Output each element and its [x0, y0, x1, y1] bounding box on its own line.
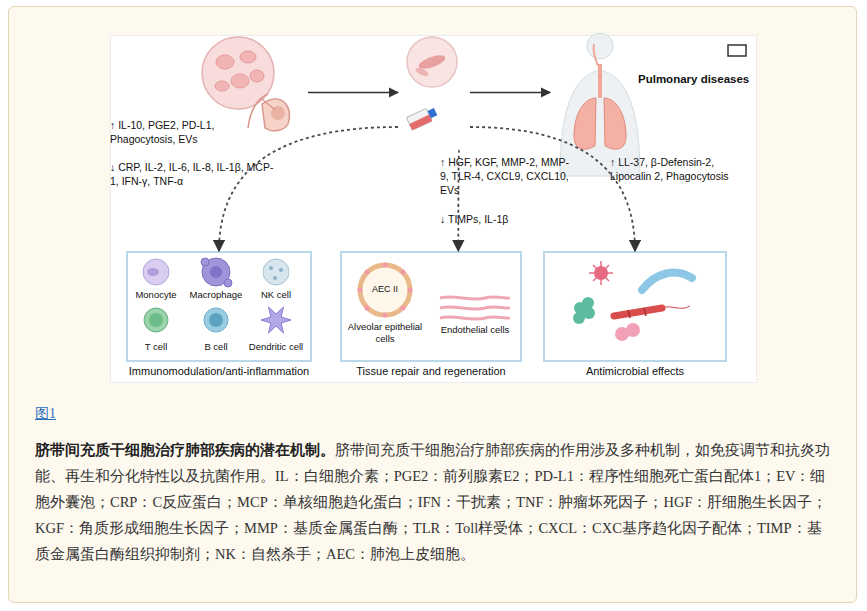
cell-dish	[407, 37, 457, 87]
cell	[231, 74, 249, 88]
flask-medium	[409, 115, 432, 131]
mediator-label: ↓ TIMPs, IL-1β	[440, 212, 540, 226]
cell	[250, 70, 264, 82]
figure-caption: 脐带间充质干细胞治疗肺部疾病的潜在机制。脐带间充质干细胞治疗肺部疾病的作用涉及多…	[35, 437, 830, 567]
window-icon	[728, 45, 746, 56]
bacillus	[614, 308, 662, 316]
cell	[216, 55, 234, 69]
lung-illustration	[560, 33, 756, 176]
microbes	[573, 261, 692, 341]
cell-label: NK cell	[241, 288, 311, 302]
virus	[594, 266, 608, 280]
node-text: Immunomodulation/anti-inflammation	[116, 365, 322, 377]
epithelial-cell	[358, 288, 363, 293]
illustration-node	[192, 35, 308, 150]
mechanism-box: Antimicrobial effects	[543, 251, 727, 382]
stem-cell	[414, 66, 429, 77]
rod-bacterium	[642, 273, 692, 290]
belly	[262, 99, 290, 131]
cell-label: Monocyte	[121, 288, 191, 302]
coccus	[573, 312, 585, 324]
flagellum	[662, 306, 690, 308]
granule	[269, 266, 273, 270]
nucleus	[149, 313, 163, 327]
cell	[215, 81, 229, 91]
cell-label: Endothelial cells	[430, 323, 520, 337]
virus-spike	[593, 265, 609, 281]
coccus	[626, 323, 640, 337]
endothelial-cell	[440, 307, 510, 309]
trachea	[598, 64, 602, 98]
caption-title: 脐带间充质干细胞治疗肺部疾病的潜在机制。	[35, 442, 335, 458]
coccus	[582, 297, 594, 309]
t-cell-icon	[144, 308, 168, 332]
flow-arrow	[457, 150, 460, 251]
granule	[273, 276, 277, 280]
nucleus	[147, 268, 159, 276]
epithelial-cell	[383, 313, 388, 318]
figure-number: 图1	[35, 405, 95, 423]
culture-flask	[406, 105, 438, 130]
nucleus	[209, 313, 223, 327]
flow-arrow	[308, 92, 398, 94]
cell-label: T cell	[121, 340, 191, 354]
mediator-label: ↑ HGF, KGF, MMP-2, MMP-9, TLR-4, CXCL9, …	[440, 155, 570, 197]
illustration-node: Pulmonary diseases	[550, 35, 757, 175]
epithelial-cell	[408, 288, 413, 293]
mechanism-box: Immunomodulation/anti-inflammation	[126, 251, 312, 382]
node-text: Antimicrobial effects	[533, 365, 737, 377]
tissue-circle	[202, 37, 274, 109]
box-frame	[543, 251, 727, 362]
mediator-label: ↑ IL-10, PGE2, PD-L1, Phagocytosis, EVs	[110, 118, 250, 146]
flow-arrow	[470, 92, 550, 94]
monocyte-icon	[143, 259, 169, 285]
dendritic-icon	[261, 307, 291, 333]
left-lung	[574, 98, 596, 149]
epithelial-cell	[383, 263, 388, 268]
flow-arrow	[470, 127, 635, 251]
cell-label: B cell	[181, 340, 251, 354]
endothelial-cell	[440, 297, 510, 299]
pseudopod	[224, 279, 232, 287]
airway	[593, 44, 598, 66]
bacillus-stripe	[628, 310, 630, 318]
caption-text: 脐带间充质干细胞治疗肺部疾病的作用涉及多种机制，如免疫调节和抗炎功能、再生和分化…	[35, 442, 830, 562]
endothelial-lines	[440, 297, 510, 319]
bacillus-stripe	[644, 308, 646, 316]
mechanism-box: Tissue repair and regenerationAEC IIAlve…	[340, 251, 522, 382]
cell-label: Macrophage	[181, 288, 251, 302]
alveolus-circle: AEC IIAlveolar epithelial cells	[345, 262, 425, 354]
granule	[279, 268, 283, 272]
head	[587, 33, 613, 59]
cell-label: Dendritic cell	[236, 340, 316, 354]
node-text: AEC II	[339, 284, 431, 294]
icon-tab	[718, 36, 756, 66]
epithelial-cell	[401, 270, 406, 275]
pseudopod	[201, 258, 209, 266]
b-cell-icon	[204, 308, 228, 332]
node-text: Tissue repair and regeneration	[330, 365, 532, 377]
msc-illustration	[406, 37, 457, 130]
node-text: Pulmonary diseases	[638, 73, 749, 85]
epithelial-cell	[365, 306, 370, 311]
virus-spike	[593, 265, 609, 281]
node-text: Alveolar epithelial cells	[339, 321, 431, 345]
right-lung	[604, 98, 626, 149]
nk-icon	[263, 259, 289, 285]
cell	[240, 51, 256, 63]
umbilical-illustration	[202, 37, 290, 131]
flask-cap	[428, 108, 438, 118]
nucleus	[210, 266, 222, 278]
flow-arrow	[219, 127, 398, 251]
epithelial-cell	[365, 270, 370, 275]
epithelial-cell	[401, 306, 406, 311]
illustration-node	[398, 35, 470, 150]
mediator-label: ↑ LL-37, β-Defensin-2, Lipocalin 2, Phag…	[610, 155, 755, 183]
mediator-label: ↓ CRP, IL-2, IL-6, IL-8, IL-1β, MCP-1, I…	[110, 160, 278, 188]
endothelial-cell	[440, 317, 510, 319]
cord	[262, 99, 276, 110]
